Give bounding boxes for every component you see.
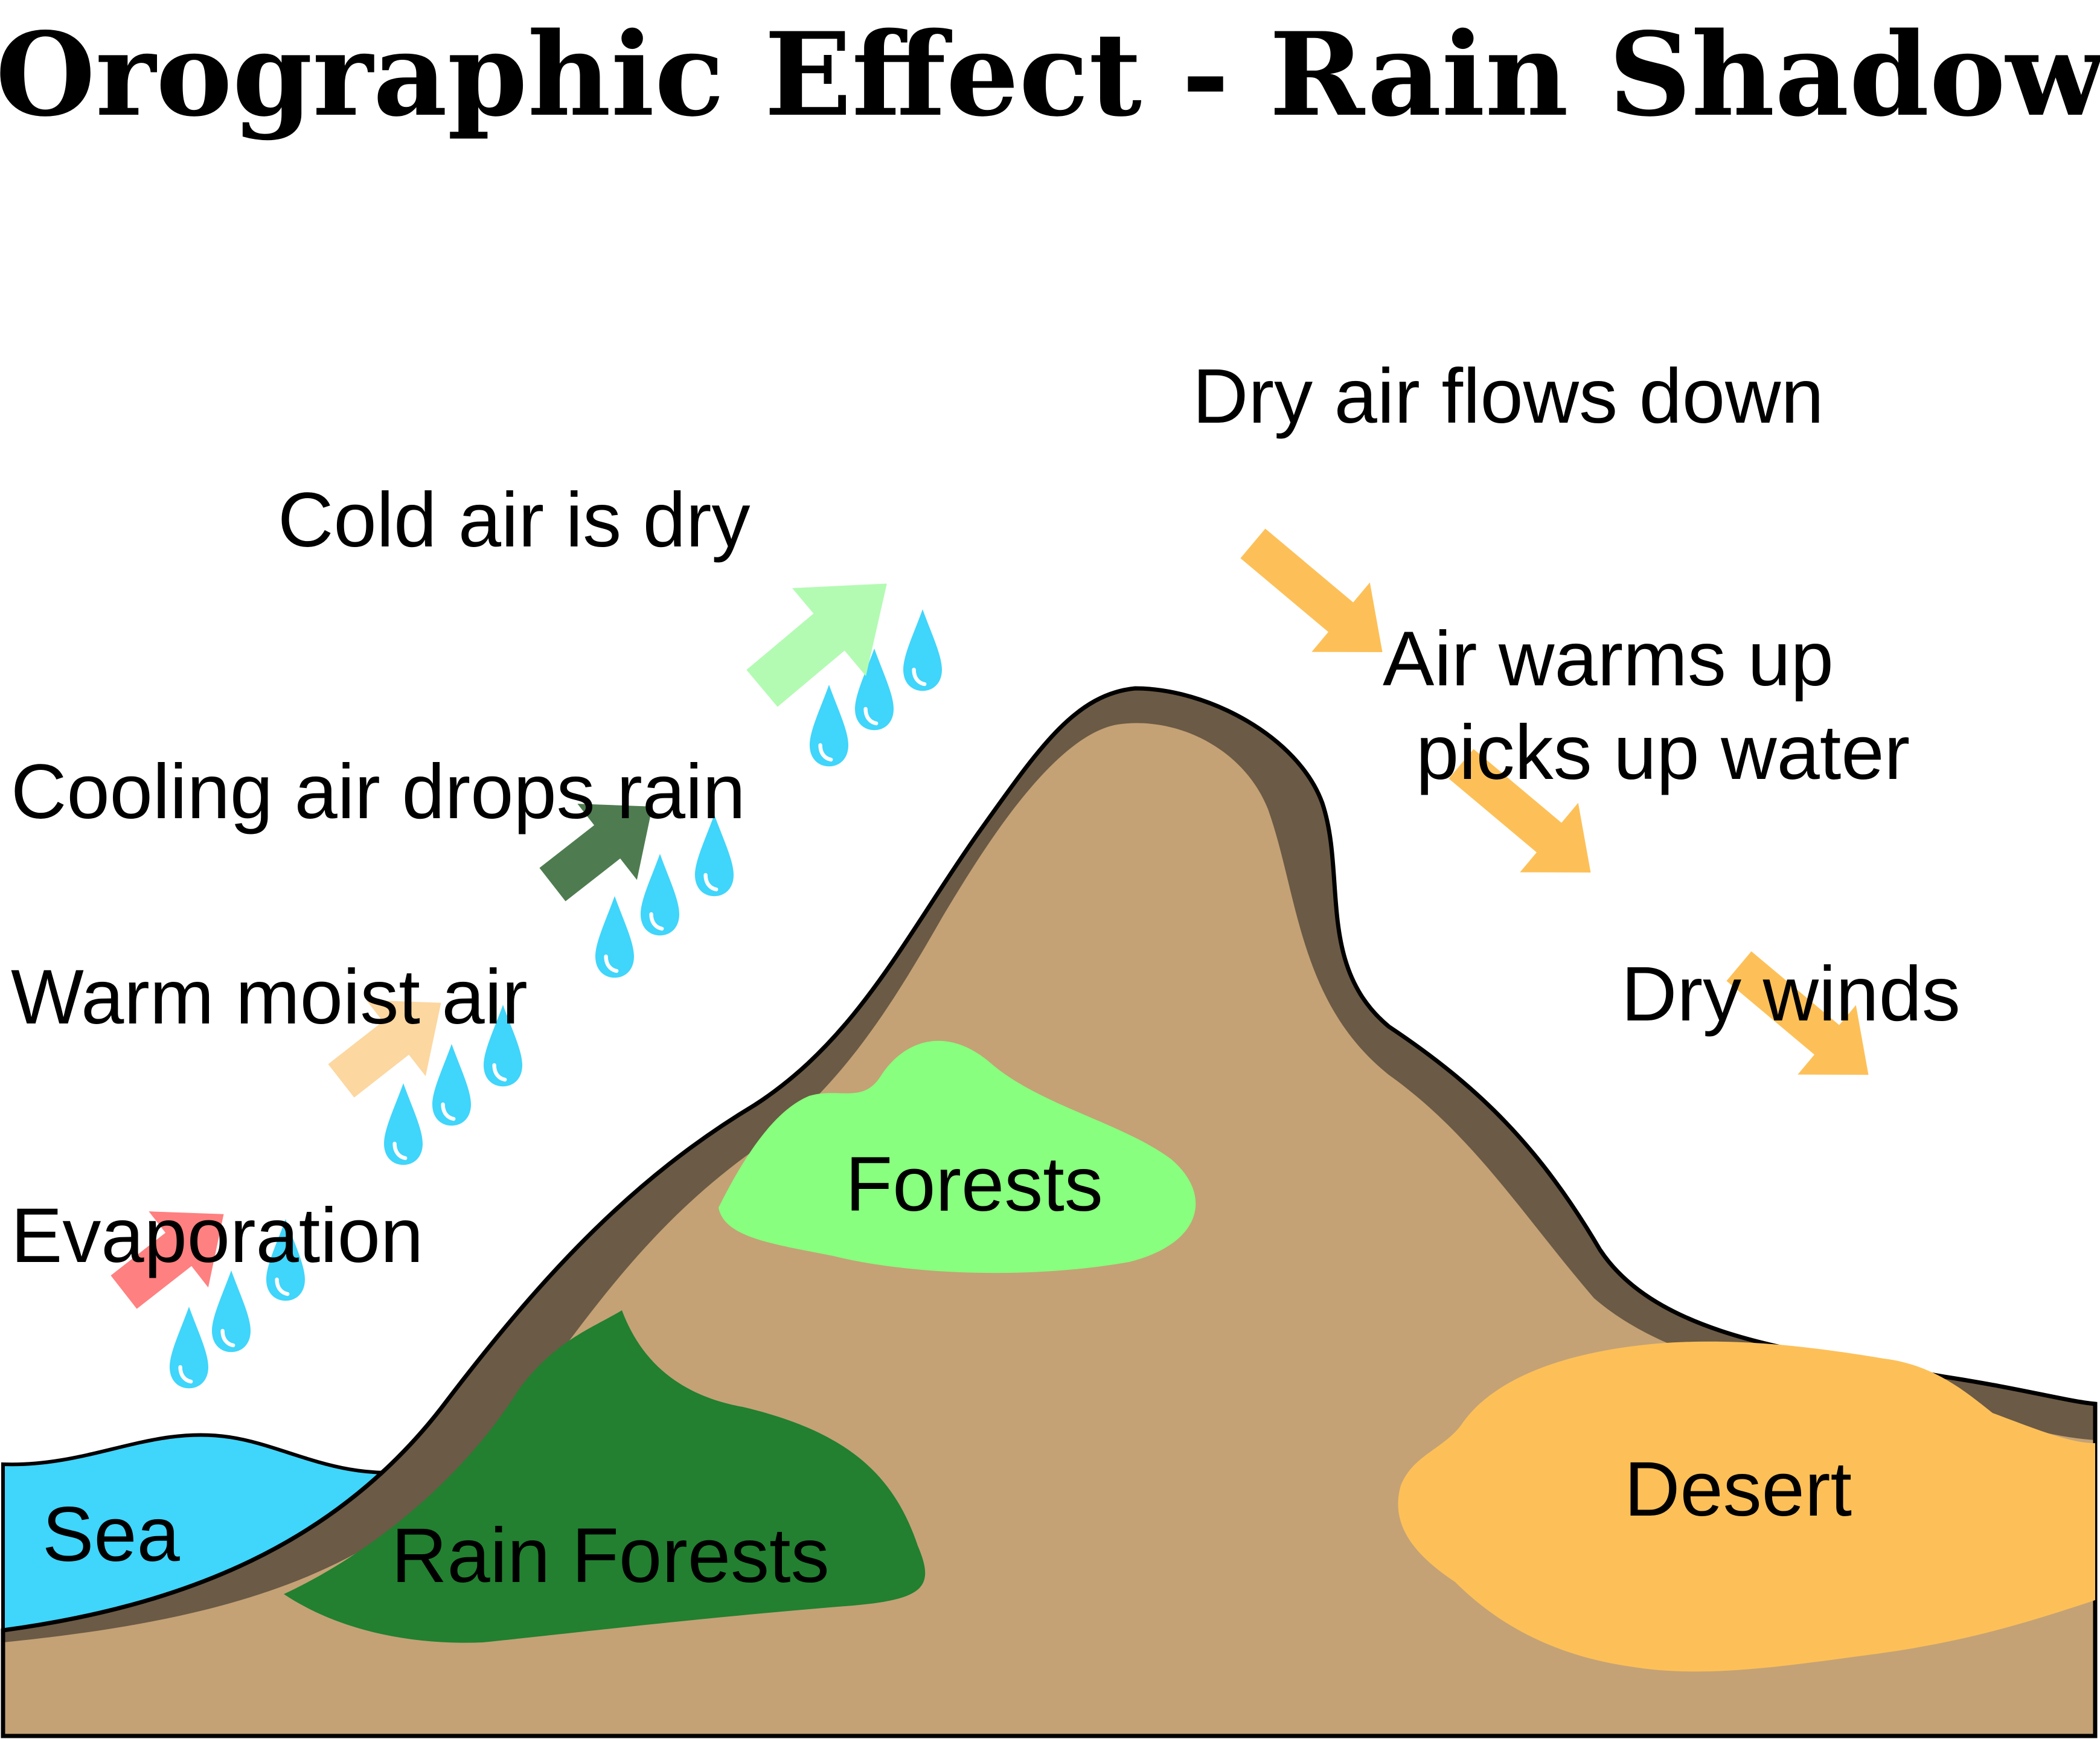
raindrop-icon (170, 1307, 208, 1388)
raindrop-icon (595, 896, 634, 978)
cold-air-arrow-icon (746, 583, 887, 707)
dry-air-arrow-icon (1240, 528, 1383, 652)
picks-up-water-label: picks up water (1416, 709, 1910, 796)
warm-moist-air-label: Warm moist air (11, 954, 528, 1040)
sea-label: Sea (42, 1491, 181, 1578)
warm-moist-air-arrow-icon (328, 1000, 441, 1098)
cooling-air-arrow-icon (539, 804, 653, 902)
raindrop-icon (641, 854, 679, 935)
mountain-outline (1, 686, 2098, 1738)
dry-air-flows-down-label: Dry air flows down (1192, 353, 1824, 440)
raindrop-icon (212, 1270, 251, 1352)
forests-label: Forests (845, 1141, 1103, 1228)
cold-air-is-dry-label: Cold air is dry (278, 477, 750, 563)
forests-region (719, 1040, 1196, 1273)
cooling-air-drops-rain-label: Cooling air drops rain (11, 749, 746, 835)
evaporation-arrow-icon (110, 1211, 224, 1309)
desert-region (1398, 1341, 2095, 1672)
raindrop-icon (903, 609, 942, 691)
raindrop-icon (384, 1083, 423, 1165)
desert-label: Desert (1624, 1446, 1852, 1532)
diagram-title: Orographic Effect - Rain Shadow (0, 7, 2100, 142)
evaporation-label: Evaporation (11, 1193, 423, 1279)
dry-air-arrow-icon (1726, 951, 1869, 1075)
dry-air-arrow-icon (1449, 749, 1591, 873)
rain-forests-region (284, 1310, 926, 1643)
air-warms-up-label: Air warms up (1383, 616, 1834, 702)
raindrop-icon (810, 685, 848, 766)
dry-winds-label: Dry winds (1621, 951, 1961, 1037)
rain-forests-label: Rain Forests (391, 1513, 830, 1599)
raindrop-icon (432, 1044, 471, 1126)
